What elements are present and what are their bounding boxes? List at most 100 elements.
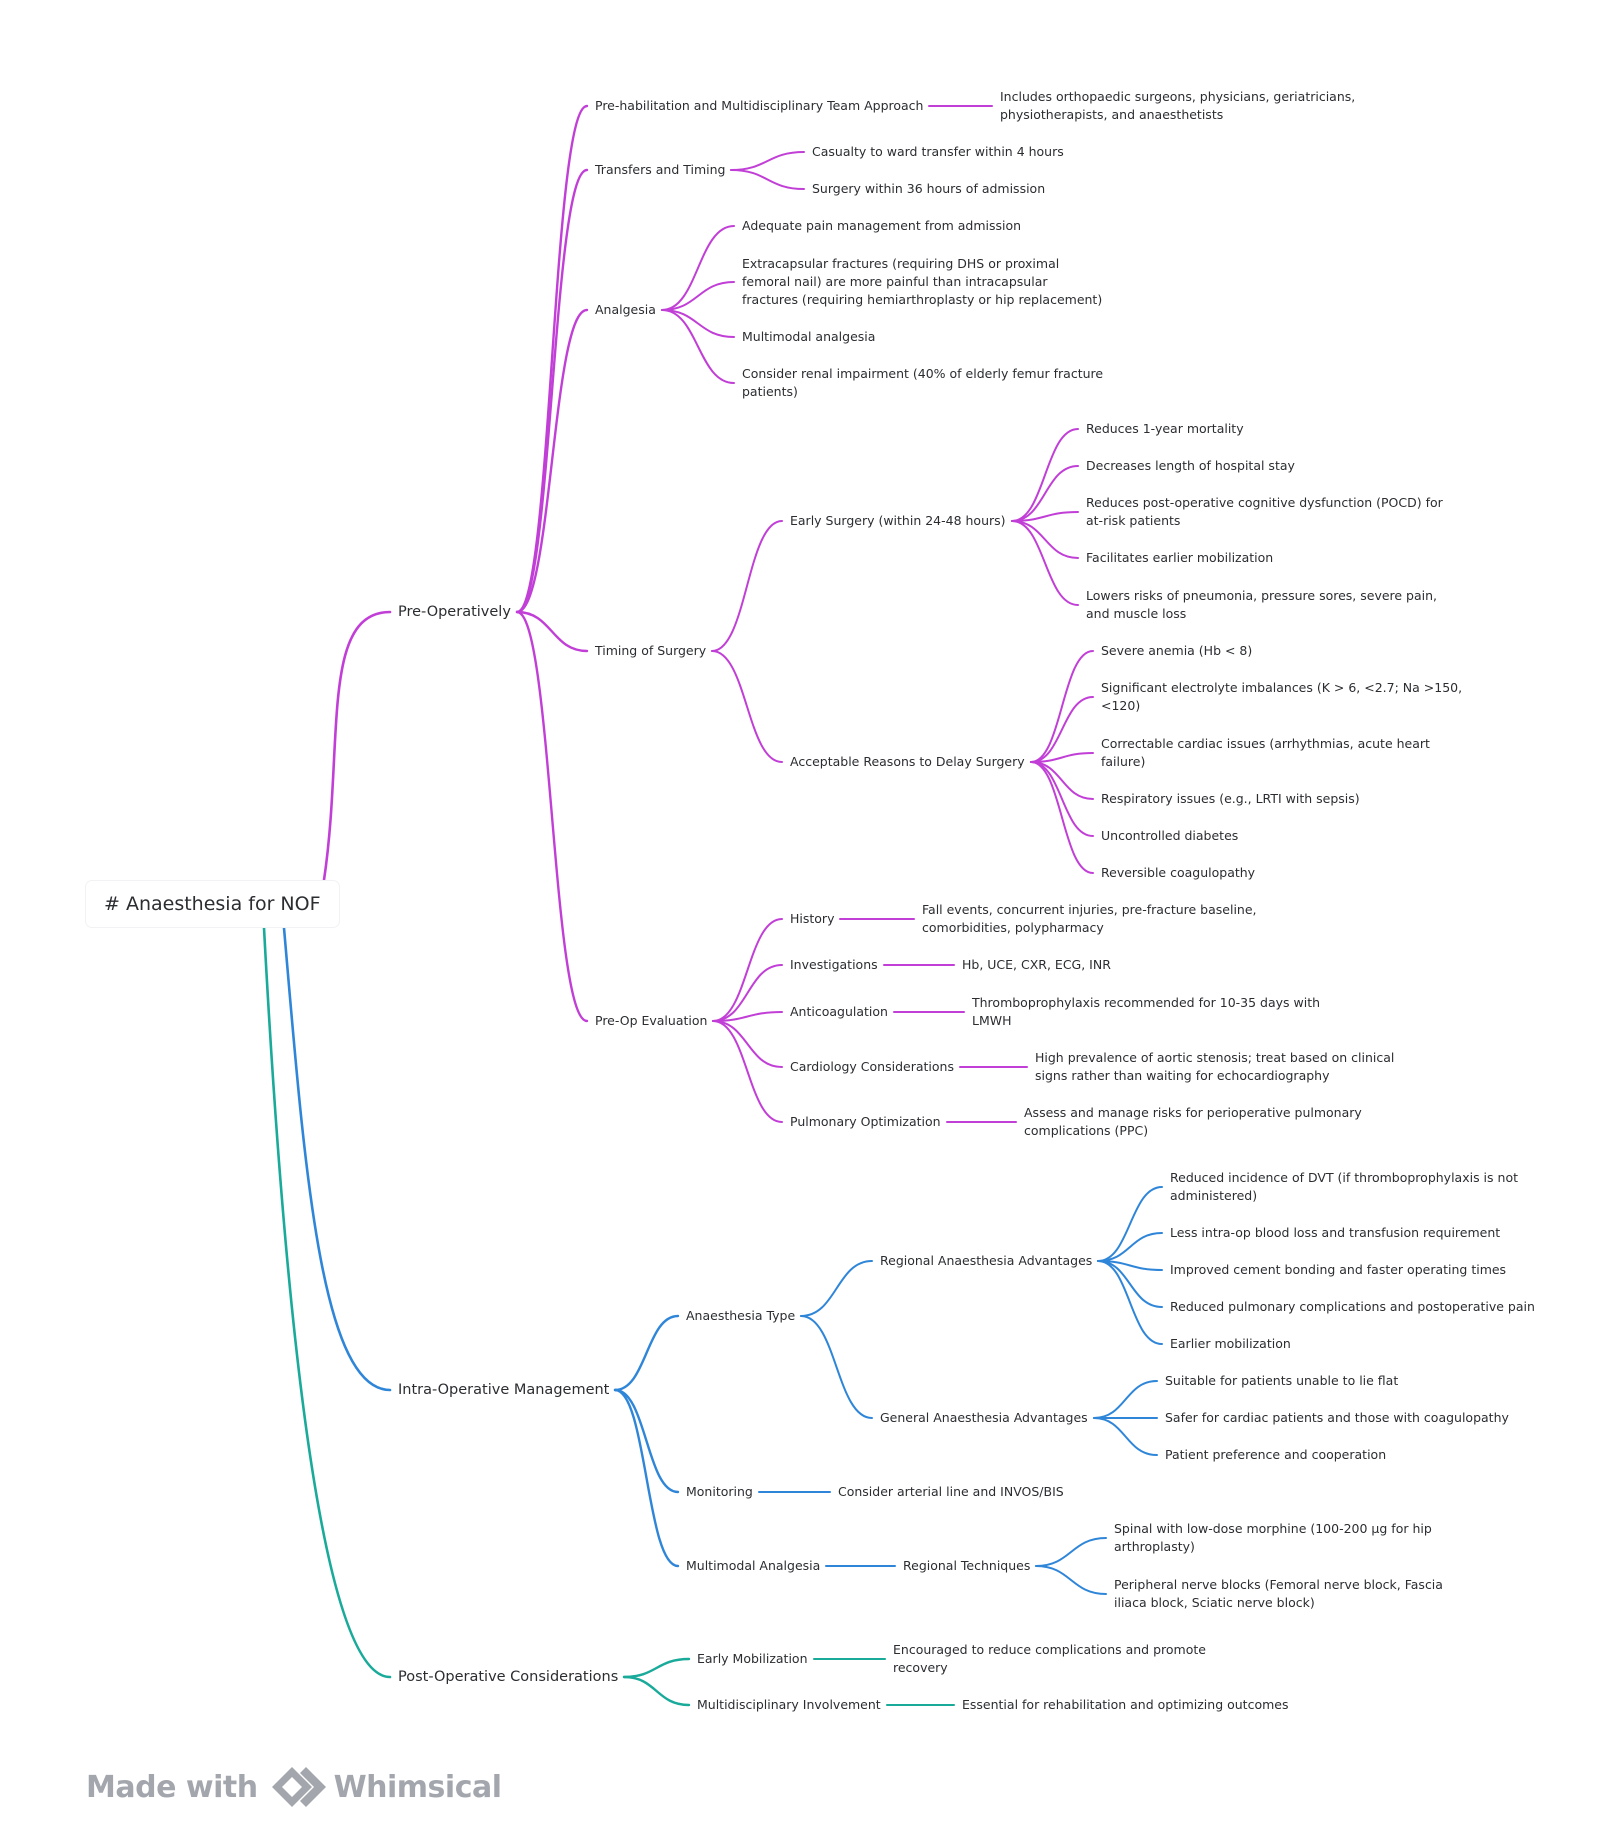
leaf-node[interactable]: Essential for rehabilitation and optimiz… [962,1697,1289,1712]
connector-line [613,1314,680,1392]
branch-node-pre[interactable]: Pre-Operatively [398,604,511,620]
topic-node[interactable]: Investigations [790,957,878,972]
leaf-node[interactable]: Surgery within 36 hours of admission [812,181,1046,196]
connector-line [1011,428,1079,522]
trunk-connector-post [262,926,392,1679]
connector-line [622,1657,691,1679]
topic-node[interactable]: Pulmonary Optimization [790,1114,941,1129]
trunk-connector-pre [322,610,392,882]
leaf-node[interactable]: Multimodal analgesia [742,329,876,344]
made-with-whimsical-badge[interactable]: Made with Whimsical [86,1765,502,1809]
topic-node[interactable]: Monitoring [686,1484,753,1499]
connector-line [515,610,589,653]
topic-node[interactable]: Analgesia [595,302,656,317]
connector-line [661,309,735,338]
leaf-node[interactable]: Adequate pain management from admission [742,218,1022,233]
leaf-node[interactable]: Peripheral nerve blocks (Femoral nerve b… [1114,1577,1443,1610]
branch-node-post[interactable]: Post-Operative Considerations [398,1669,619,1685]
connector-line [1030,761,1094,874]
leaf-node[interactable]: Less intra-op blood loss and transfusion… [1170,1225,1501,1240]
leaf-node[interactable]: Facilitates earlier mobilization [1086,550,1274,565]
leaf-node[interactable]: Reduces 1-year mortality [1086,421,1244,436]
root-node[interactable]: # Anaesthesia for NOF [86,881,339,927]
connector-line [1035,1565,1107,1595]
topic-node[interactable]: Transfers and Timing [595,162,726,177]
connector-line [1030,650,1094,763]
connector-line [515,308,589,614]
topic-node[interactable]: Early Mobilization [697,1651,808,1666]
whimsical-logo-icon [271,1767,326,1807]
connector-line [661,309,735,384]
connector-line [1093,1417,1158,1456]
connector-line [800,1315,873,1419]
topic-node[interactable]: Regional Techniques [903,1558,1031,1573]
branch-node-intra[interactable]: Intra-Operative Management [398,1382,610,1398]
topic-node[interactable]: Anticoagulation [790,1004,888,1019]
leaf-node[interactable]: Reduced pulmonary complications and post… [1170,1299,1535,1314]
connector-line [1030,761,1094,837]
connector-line [730,169,805,190]
leaf-node[interactable]: Decreases length of hospital stay [1086,458,1295,473]
leaf-node[interactable]: Fall events, concurrent injuries, pre-fr… [922,902,1257,935]
topic-node[interactable]: History [790,911,835,926]
topic-node[interactable]: Pre-Op Evaluation [595,1013,708,1028]
connector-line [515,104,589,614]
leaf-node[interactable]: Extracapsular fractures (requiring DHS o… [742,256,1103,307]
topic-node[interactable]: Anaesthesia Type [686,1308,796,1323]
topic-node[interactable]: Multimodal Analgesia [686,1558,821,1573]
leaf-node[interactable]: Hb, UCE, CXR, ECG, INR [962,957,1111,972]
connector-line [613,1388,680,1568]
leaf-node[interactable]: Reduced incidence of DVT (if thromboprop… [1170,1170,1518,1203]
connector-line [1011,520,1079,606]
leaf-node[interactable]: Correctable cardiac issues (arrhythmias,… [1101,736,1430,769]
connector-line [622,1675,691,1707]
leaf-node[interactable]: Patient preference and cooperation [1165,1447,1387,1462]
leaf-node[interactable]: High prevalence of aortic stenosis; trea… [1035,1050,1395,1083]
topic-node[interactable]: General Anaesthesia Advantages [880,1410,1088,1425]
connector-line [1097,1260,1163,1345]
connector-line [1093,1380,1158,1419]
leaf-node[interactable]: Respiratory issues (e.g., LRTI with seps… [1101,791,1360,806]
connector-line [712,1020,783,1068]
connector-line [1030,696,1094,763]
made-with-label: Made with [86,1769,258,1805]
connector-line [1011,520,1079,559]
topic-node[interactable]: Regional Anaesthesia Advantages [880,1253,1093,1268]
connector-line [711,520,783,652]
leaf-node[interactable]: Improved cement bonding and faster opera… [1170,1262,1507,1277]
leaf-node[interactable]: Earlier mobilization [1170,1336,1291,1351]
leaf-node[interactable]: Assess and manage risks for perioperativ… [1024,1105,1362,1138]
topic-node[interactable]: Multidisciplinary Involvement [697,1697,881,1712]
leaf-node[interactable]: Reduces post-operative cognitive dysfunc… [1086,495,1443,528]
topic-node[interactable]: Pre-habilitation and Multidisciplinary T… [595,98,924,113]
leaf-node[interactable]: Consider arterial line and INVOS/BIS [838,1484,1064,1499]
connector-line [712,1020,783,1123]
leaf-node[interactable]: Significant electrolyte imbalances (K > … [1101,680,1463,713]
connector-line [1030,752,1094,763]
connector-line [1011,511,1079,522]
topic-node[interactable]: Timing of Surgery [595,643,707,658]
connector-line [1011,465,1079,522]
connector-line [712,964,783,1022]
leaf-node[interactable]: Thromboprophylaxis recommended for 10-35… [972,995,1321,1028]
leaf-node[interactable]: Suitable for patients unable to lie flat [1165,1373,1399,1388]
leaf-node[interactable]: Consider renal impairment (40% of elderl… [742,366,1104,399]
leaf-node[interactable]: Casualty to ward transfer within 4 hours [812,144,1064,159]
leaf-node[interactable]: Uncontrolled diabetes [1101,828,1239,843]
leaf-node[interactable]: Safer for cardiac patients and those wit… [1165,1410,1509,1425]
topic-node[interactable]: Cardiology Considerations [790,1059,954,1074]
leaf-node[interactable]: Encouraged to reduce complications and p… [893,1642,1206,1675]
trunk-connector-intra [282,926,392,1392]
connector-line [1097,1186,1163,1262]
leaf-node[interactable]: Includes orthopaedic surgeons, physician… [1000,89,1356,122]
connector-line [712,1011,783,1022]
topic-node[interactable]: Early Surgery (within 24-48 hours) [790,513,1006,528]
topic-node[interactable]: Acceptable Reasons to Delay Surgery [790,754,1025,769]
leaf-node[interactable]: Reversible coagulopathy [1101,865,1256,880]
leaf-node[interactable]: Lowers risks of pneumonia, pressure sore… [1086,588,1438,621]
connector-line [711,650,783,763]
leaf-node[interactable]: Spinal with low-dose morphine (100-200 μ… [1114,1521,1432,1554]
connector-line [1035,1537,1107,1567]
leaf-node[interactable]: Severe anemia (Hb < 8) [1101,643,1253,658]
